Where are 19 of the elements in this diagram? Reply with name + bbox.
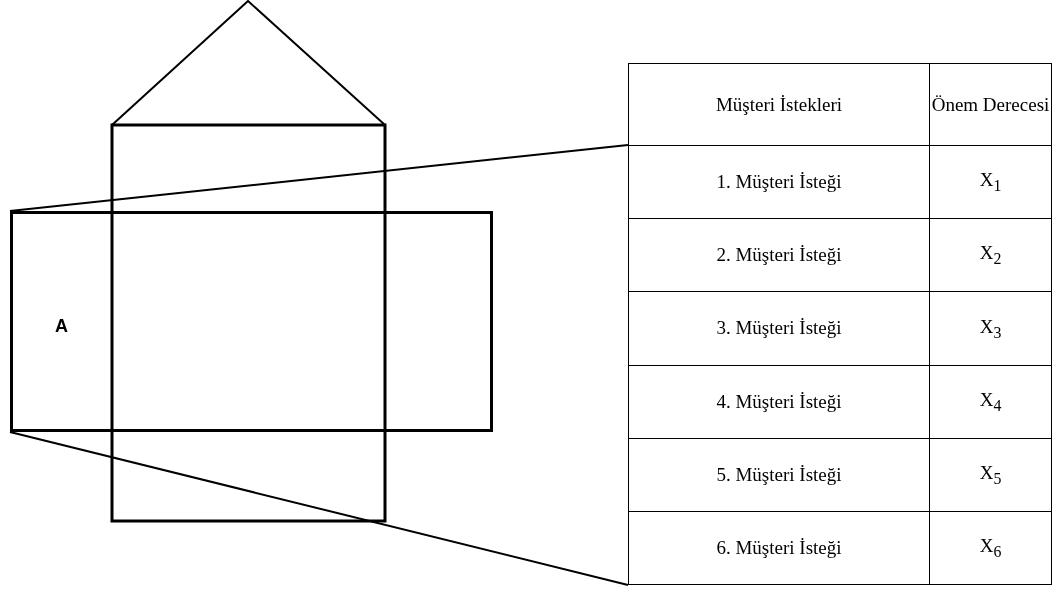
importance-value: X$_{4}$ — [979, 388, 1002, 410]
importance-value: X$_{2}$ — [979, 242, 1002, 264]
requirement-text: 3. Müşteri İsteği — [716, 317, 842, 339]
column-header: Müşteri İstekleri — [715, 93, 843, 115]
importance-value: X$_{1}$ — [979, 169, 1002, 191]
section-rectangle — [10, 211, 493, 432]
requirement-text: 4. Müşteri İsteği — [716, 390, 842, 412]
requirement-text: 1. Müşteri İsteği — [716, 171, 842, 193]
zoom-line — [9, 144, 629, 212]
zoom-line — [9, 431, 629, 586]
requirement-text: 6. Müşteri İsteği — [716, 536, 842, 558]
column-header: Önem Derecesi — [931, 93, 1050, 115]
requirement-text: 5. Müşteri İsteği — [716, 463, 842, 485]
importance-value: X$_{6}$ — [979, 535, 1002, 556]
requirement-text: 2. Müşteri İsteği — [716, 244, 842, 266]
importance-value: X$_{5}$ — [979, 461, 1002, 483]
section-letter: A — [55, 316, 68, 337]
importance-value: X$_{3}$ — [979, 315, 1002, 337]
requirements-table — [628, 63, 1052, 585]
